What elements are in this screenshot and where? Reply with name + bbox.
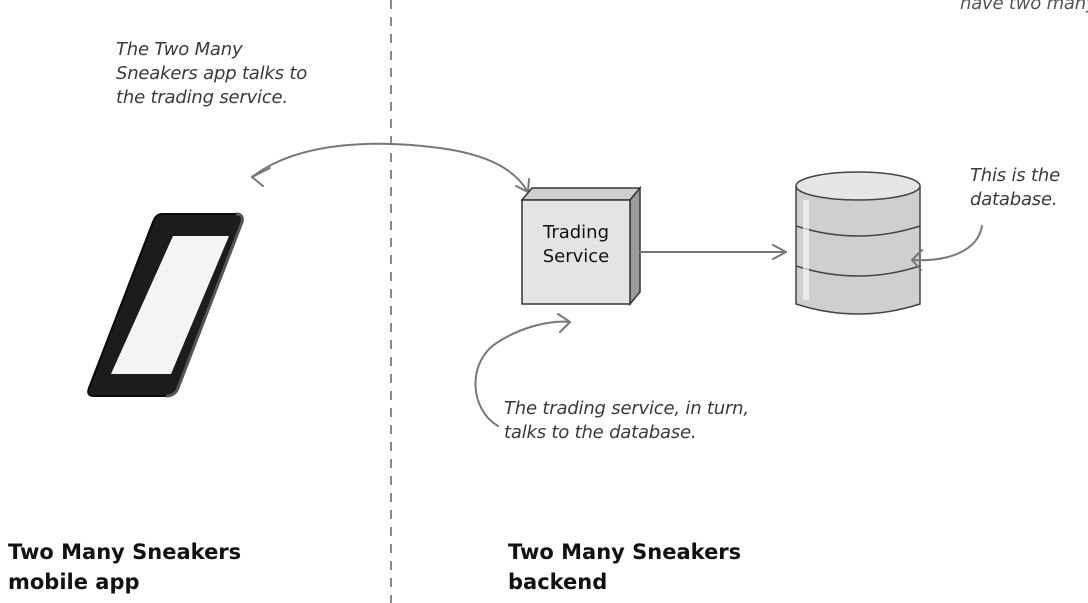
mobile-phone-icon [87,212,244,398]
service-note-line-1: The trading service, in turn, [504,398,749,419]
trading-service-label-line-2: Service [542,246,610,267]
trading-service-label-line-1: Trading [542,222,610,243]
app-note: The Two Many Sneakers app talks to the t… [116,38,307,110]
backend-label-line-2: backend [508,570,608,594]
service-note-arrow [474,313,571,427]
partial-note-top-right: have two many sne [960,0,1088,16]
backend-section-label: Two Many Sneakers backend [508,537,741,597]
db-note-line-1: This is the [970,165,1060,186]
app-note-line-3: the trading service. [116,87,288,108]
app-note-line-2: Sneakers app talks to [116,63,308,84]
db-note-line-2: database. [970,189,1058,210]
service-note: The trading service, in turn, talks to t… [504,397,749,445]
app-service-arrow [251,142,530,193]
backend-label-line-1: Two Many Sneakers [508,540,742,564]
database-icon [795,171,921,315]
service-note-line-2: talks to the database. [504,422,697,443]
mobile-app-label-line-1: Two Many Sneakers [8,540,242,564]
mobile-app-label-line-2: mobile app [8,570,140,594]
db-note: This is the database. [970,164,1060,212]
app-note-line-1: The Two Many [116,39,243,60]
partial-note-text: have two many sne [960,0,1088,14]
service-database-arrow [639,244,787,260]
mobile-app-section-label: Two Many Sneakers mobile app [8,537,241,597]
trading-service-label: Trading Service [524,221,628,269]
db-note-arrow [911,225,983,271]
trading-service-box [520,185,642,307]
